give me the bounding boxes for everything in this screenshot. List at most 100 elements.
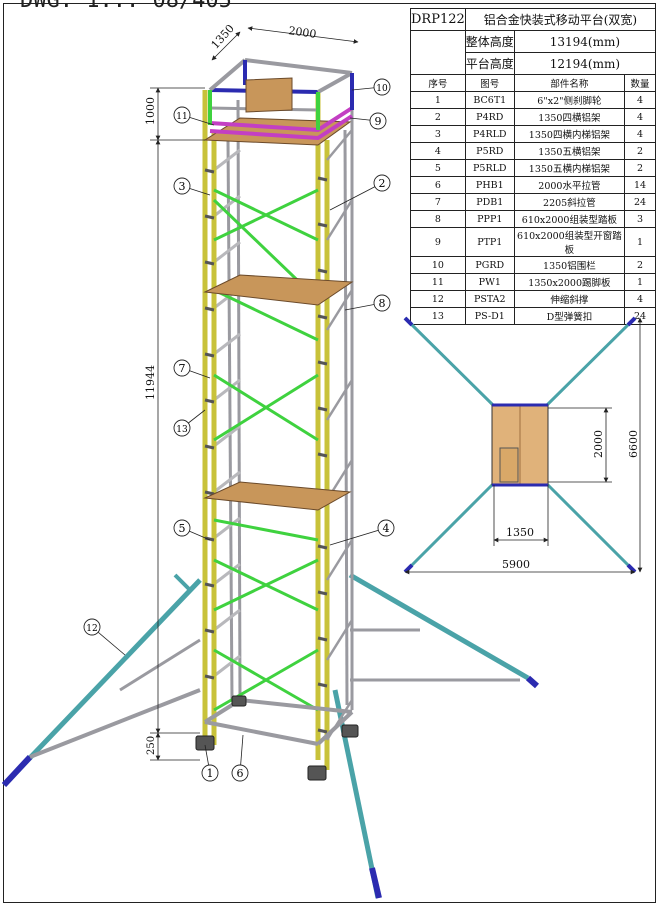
callout-number: 4 bbox=[383, 522, 390, 535]
dim-1000-text: 1000 bbox=[144, 97, 157, 125]
callout-circle bbox=[83, 618, 101, 636]
row-qty: 14 bbox=[624, 176, 656, 194]
callout-number: 2 bbox=[379, 177, 386, 190]
frame-rung bbox=[317, 544, 328, 550]
rear-rung bbox=[213, 148, 241, 172]
rear-rung bbox=[213, 332, 241, 356]
callout-circle bbox=[201, 764, 219, 782]
stabilizers bbox=[1, 572, 539, 899]
plan-dim-1350-text: 1350 bbox=[506, 526, 534, 539]
plan-view bbox=[403, 316, 637, 574]
frame-rung bbox=[204, 214, 215, 220]
frame-rung bbox=[204, 306, 215, 312]
frame-rung bbox=[317, 406, 328, 412]
callout-number: 7 bbox=[179, 362, 186, 375]
callout-circle bbox=[231, 764, 249, 782]
frame-rung bbox=[317, 176, 328, 182]
callout-number: 6 bbox=[237, 767, 244, 780]
frame-rung bbox=[204, 674, 215, 680]
callout-number: 5 bbox=[179, 522, 186, 535]
overall-height-value: 13194(mm) bbox=[513, 30, 657, 53]
callout-number: 13 bbox=[176, 425, 188, 435]
rear-rung bbox=[213, 562, 241, 586]
tower-rear-frames bbox=[226, 85, 354, 710]
dim-1350-text: 1350 bbox=[209, 22, 237, 52]
callout-circle bbox=[173, 419, 191, 437]
frame-rung bbox=[317, 452, 328, 458]
callout-circle bbox=[173, 106, 191, 124]
header-qty: 数量 bbox=[624, 74, 656, 92]
plan-dim-2000-text: 2000 bbox=[592, 430, 605, 458]
frame-rung bbox=[204, 260, 215, 266]
callout-number: 3 bbox=[179, 180, 186, 193]
frame-rung bbox=[317, 222, 328, 228]
rear-rung bbox=[213, 654, 241, 678]
callout-number: 9 bbox=[375, 115, 382, 128]
callout-circle bbox=[373, 78, 391, 96]
frame-rung bbox=[204, 398, 215, 404]
frame-rung bbox=[204, 490, 215, 496]
rear-rung bbox=[213, 424, 241, 448]
callout-number: 11 bbox=[176, 112, 187, 122]
frame-rung bbox=[204, 168, 215, 174]
row-part-name: D型弹簧扣 bbox=[513, 307, 626, 325]
frame-rung bbox=[317, 314, 328, 320]
drawing-frame bbox=[3, 3, 656, 903]
dim-2000-text: 2000 bbox=[288, 24, 318, 41]
rear-rung bbox=[213, 378, 241, 402]
callout-circle bbox=[377, 519, 395, 537]
callout-circle bbox=[173, 177, 191, 195]
base-tubes bbox=[203, 698, 354, 746]
callout-number: 8 bbox=[379, 297, 386, 310]
frame-rung bbox=[317, 360, 328, 366]
callout-circle bbox=[369, 112, 387, 130]
frame-rung bbox=[204, 628, 215, 634]
callout-circle bbox=[373, 174, 391, 192]
callout-circle bbox=[173, 359, 191, 377]
hatch-door bbox=[245, 77, 293, 113]
table-header-row: 序号 图号 部件名称 数量 bbox=[410, 74, 656, 92]
plan-dim-6600-text: 6600 bbox=[627, 430, 640, 458]
row-qty: 1 bbox=[624, 227, 656, 257]
frame-rung bbox=[204, 582, 215, 588]
row-qty: 4 bbox=[624, 108, 656, 126]
frame-rung bbox=[317, 590, 328, 596]
callout-number: 10 bbox=[376, 84, 388, 94]
frame-rung bbox=[317, 268, 328, 274]
row-no: 9 bbox=[410, 227, 466, 257]
row-qty: 2 bbox=[624, 256, 656, 274]
callout-number: 12 bbox=[86, 624, 97, 634]
platform-height-label: 平台高度 bbox=[464, 52, 515, 75]
frame-rung bbox=[204, 352, 215, 358]
plan-dim-5900-text: 5900 bbox=[502, 558, 530, 571]
rear-rung bbox=[213, 470, 241, 494]
casters bbox=[195, 695, 359, 781]
rear-rung bbox=[213, 516, 241, 540]
frame-rung bbox=[317, 728, 328, 734]
rear-rung bbox=[213, 240, 241, 264]
callout-leader bbox=[329, 182, 383, 211]
plan-dimension-lines bbox=[404, 317, 643, 575]
callout-number: 1 bbox=[207, 767, 214, 780]
callout-leader bbox=[329, 527, 387, 546]
rear-rung bbox=[213, 608, 241, 632]
frame-rung bbox=[317, 682, 328, 688]
dimension-lines bbox=[150, 26, 359, 761]
bom-table: DRP122 铝合金快装式移动平台(双宽) 整体高度 13194(mm) 平台高… bbox=[410, 8, 657, 325]
callout-circle bbox=[373, 294, 391, 312]
callout-circle bbox=[173, 519, 191, 537]
frame-rung bbox=[317, 636, 328, 642]
